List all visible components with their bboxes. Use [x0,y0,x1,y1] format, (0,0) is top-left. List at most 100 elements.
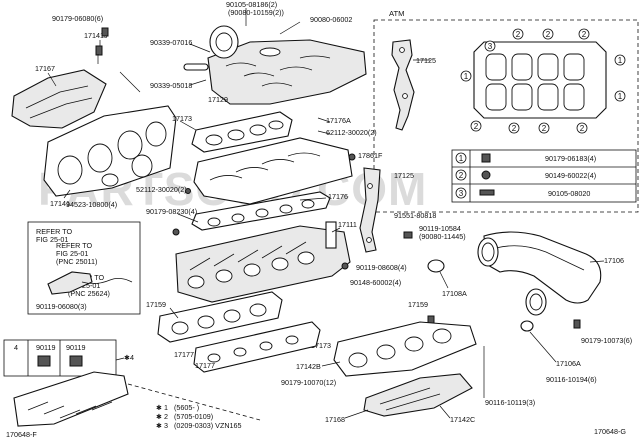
svg-text:3: 3 [488,42,493,51]
svg-text:90119-06080(3): 90119-06080(3) [36,302,87,311]
svg-text:2: 2 [474,122,479,131]
label-17125-atm: 17125 [416,56,436,65]
label-90080-11445: (90080-11445) [419,232,466,241]
label-17106: 17106 [604,256,624,265]
svg-text:3: 3 [459,189,464,198]
atm-bracket-part [391,39,415,131]
svg-text:✱ 3: ✱ 3 [156,421,168,430]
svg-text:(5605- ): (5605- ) [174,403,199,412]
label-17129: 17129 [208,95,228,104]
gasket-17177 [157,291,283,343]
legend-part-3: 90105-08020 [548,189,590,198]
gasket-callouts: 3 2 2 2 1 1 1 2 2 2 2 [460,28,626,134]
label-90179-08230: 90179-08230(4) [146,207,197,216]
label-90148-60002: 90148-60002(4) [350,278,401,287]
bolt-icon [481,153,491,163]
intake-plenum-17129 [207,25,367,105]
gasket-17173-top [191,111,293,153]
label-90179-06080: 90179-06080(6) [52,14,103,23]
svg-text:REFER TO: REFER TO [36,227,72,236]
label-17106a: 17106A [556,359,581,368]
exhaust-pipe-17106 [477,231,602,316]
svg-text:1: 1 [618,56,623,65]
atm-label: ATM [389,9,404,18]
label-94523: 94523-10800(4) [66,200,117,209]
label-90080-06002: 90080-06002 [310,15,352,24]
bolt-hole [402,93,408,99]
svg-text:2: 2 [512,124,517,133]
gasket-17177-b [193,321,321,373]
label-17141j: 17141J [84,31,108,40]
heat-shield-17168 [363,373,473,417]
svg-text:✱ 2: ✱ 2 [156,412,168,421]
washer-icon [481,170,491,180]
label-17176: 17176 [328,192,348,201]
svg-text:(PNC 25011): (PNC 25011) [56,257,97,266]
svg-text:✱4: ✱4 [124,353,134,362]
label-52112b: 52112-30020(2) [136,185,187,194]
label-91551: 91551-80818 [394,211,436,220]
svg-text:FIG 25-01: FIG 25-01 [36,235,68,244]
svg-text:1: 1 [464,72,469,81]
label-17173-low: 17173 [311,341,331,350]
label-17142b: 17142B [296,362,321,371]
inset-manifold [13,371,129,427]
svg-text:4: 4 [14,343,18,352]
label-17173-top: 17173 [172,114,192,123]
footnotes: ✱ 1 (5605- ) ✱ 2 (5705-0109) ✱ 3 (0209-0… [156,403,242,430]
label-90119-08608: 90119-08608(4) [356,263,407,272]
atm-box [373,19,639,213]
manifold-gasket-17141 [43,105,177,197]
label-17125-mid: 17125 [394,171,414,180]
svg-text:1: 1 [459,154,464,163]
nut-icon [95,45,103,56]
bolt-hole [399,47,405,53]
footer-left-code: 170648-F [6,430,37,439]
label-90339-07016: 90339-07016 [150,38,192,47]
label-90116-10119: 90116-10119(3) [485,398,535,407]
svg-text:2: 2 [582,30,587,39]
svg-text:2: 2 [516,30,521,39]
label-17159-a: 17159 [146,300,166,309]
svg-text:FIG 25-01: FIG 25-01 [56,249,88,258]
label-90179-10070: 90179-10070(12) [281,378,336,387]
label-17141: 17141 [50,199,70,208]
label-17861f: 17861F [358,151,383,160]
svg-text:90119: 90119 [36,343,55,352]
label-62112: 62112-30020(2) [326,128,377,137]
refer-box: REFER TO FIG 25-01 REFER TO FIG 25-01 (P… [27,221,141,315]
svg-text:2: 2 [459,171,464,180]
stud-icon [479,189,495,196]
svg-text:2: 2 [546,30,551,39]
svg-text:✱ 1: ✱ 1 [156,403,168,412]
label-90105-08186: 90105-08186(2) [226,0,277,9]
svg-text:2: 2 [542,124,547,133]
svg-text:(5705-0109): (5705-0109) [174,412,213,421]
legend-table: 1 2 3 90179-06183(4) 90149-60022(4) 9010… [451,149,637,203]
gasket-17176 [191,191,331,231]
svg-text:1: 1 [618,92,623,101]
label-17167: 17167 [35,64,55,73]
exhaust-manifold-17142b [333,321,477,377]
svg-text:90119: 90119 [66,343,85,352]
legend-part-1: 90179-06183(4) [545,154,596,163]
hose-icon [183,63,209,71]
label-17108a: 17108A [442,289,467,298]
bracket-17125 [359,167,381,253]
svg-text:(0209-0303) VZN165: (0209-0303) VZN165 [174,421,242,430]
legend-part-2: 90149-60022(4) [545,171,596,180]
label-17111: 17111 [338,220,357,229]
label-17168: 17168 [325,415,345,424]
intake-manifold-17111 [175,221,351,303]
label-17176a-top: 17176A [326,116,351,125]
intake-manifold-upper [193,137,353,205]
label-17177-b: 17177 [195,361,215,370]
label-17177-a: 17177 [174,350,194,359]
heat-shield-17167 [11,69,107,129]
inset-box: 4 90119 90119 ✱4 [3,339,134,377]
label-90179-10073: 90179-10073(6) [581,336,632,345]
label-17159-b: 17159 [408,300,428,309]
label-90119-10584: 90119-10584 [419,224,461,233]
